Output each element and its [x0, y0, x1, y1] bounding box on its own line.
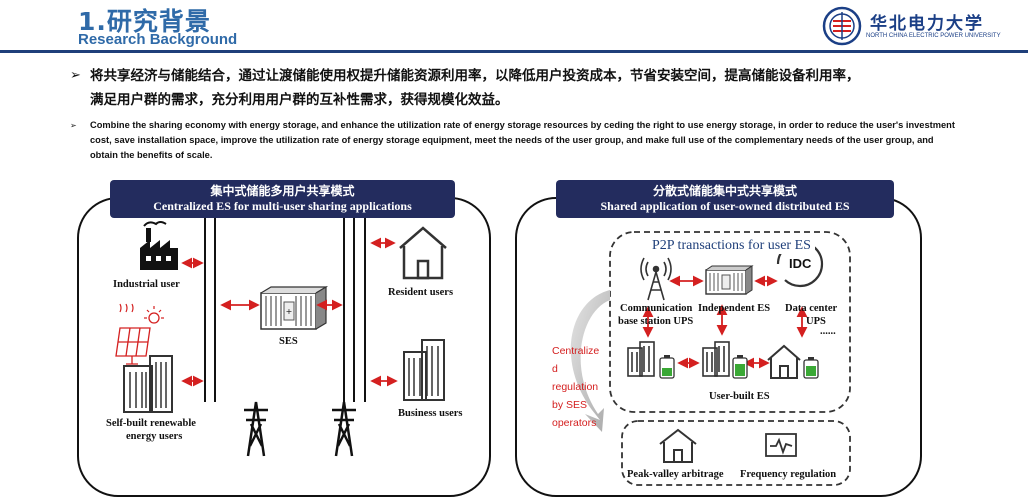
independent-es-label: Independent ES — [698, 303, 771, 314]
comm-label-line1: Communication — [620, 303, 693, 314]
p2p-label: P2P transactions for user ES — [648, 238, 815, 254]
left-panel-title-en: Centralized ES for multi-user sharing ap… — [153, 199, 412, 213]
page-title-en: Research Background — [78, 31, 238, 48]
peak-valley-house-icon — [659, 428, 697, 463]
self-built-label-line1: Self-built renewable — [106, 418, 196, 429]
office-buildings-icon — [403, 339, 445, 401]
user-built-building-icon-1 — [627, 341, 655, 377]
peak-valley-label: Peak-valley arbitrage — [627, 469, 724, 480]
right-panel-title-zh: 分散式储能集中式共享模式 — [652, 184, 797, 198]
battery-icon-2 — [732, 355, 748, 379]
house-icon — [399, 226, 447, 280]
svg-text:+: + — [286, 307, 293, 316]
user-built-es-label: User-built ES — [709, 391, 770, 402]
bullet-arrow-icon: ➢ — [70, 68, 81, 83]
communication-tower-icon — [640, 257, 672, 301]
business-users-label: Business users — [398, 408, 463, 419]
centralized-line-1: Centralize — [552, 345, 600, 357]
bullet-zh: ➢ 将共享经济与储能结合，通过让渡储能使用权提升储能资源利用率，以降低用户投资成… — [70, 64, 970, 112]
bullet-en: ➢ Combine the sharing economy with energ… — [70, 118, 960, 163]
ellipsis-label: ...... — [820, 326, 836, 337]
centralized-line-4: by SES — [552, 399, 588, 411]
independent-es-icon — [705, 265, 754, 295]
transmission-tower-icon — [244, 401, 356, 457]
ses-label: SES — [279, 336, 298, 347]
frequency-monitor-icon — [765, 433, 797, 457]
gray-curved-arrow — [570, 290, 610, 432]
solar-panel-icon — [115, 303, 164, 365]
bullet-zh-line2: 满足用户群的需求，充分利用用户群的互补性需求，获得规模化效益。 — [90, 92, 509, 108]
logo-text: 华北电力大学 — [870, 14, 984, 34]
bidirectional-arrows — [181, 237, 398, 387]
page-title-zh: 1.研究背景 — [78, 7, 211, 36]
logo-subtext: NORTH CHINA ELECTRIC POWER UNIVERSITY — [866, 33, 1001, 39]
p2p-arrows — [642, 275, 808, 369]
p2p-dashed-frame — [609, 231, 851, 413]
bullet-arrow-icon: ➢ — [70, 121, 77, 130]
user-built-building-icon-2 — [702, 341, 730, 377]
comm-label-line2: base station UPS — [618, 316, 694, 327]
bullet-en-text: Combine the sharing economy with energy … — [90, 120, 955, 160]
power-bus-lines — [204, 218, 366, 402]
left-panel-title: 集中式储能多用户共享模式 Centralized ES for multi-us… — [110, 180, 455, 218]
resident-users-label: Resident users — [388, 287, 454, 298]
ses-container-icon: + — [260, 285, 329, 330]
centralized-line-2: d — [552, 363, 558, 375]
left-panel-title-zh: 集中式储能多用户共享模式 — [210, 184, 355, 198]
bullet-zh-line1: 将共享经济与储能结合，通过让渡储能使用权提升储能资源利用率，以降低用户投资成本，… — [90, 68, 860, 84]
battery-icon-3 — [803, 357, 819, 379]
battery-icon-1 — [659, 355, 675, 379]
title-divider — [0, 50, 1028, 53]
user-built-house-icon — [767, 344, 801, 379]
centralized-regulation-text: Centralize d regulation by SES operators — [552, 342, 599, 432]
services-dashed-frame — [621, 420, 851, 486]
right-panel-title: 分散式储能集中式共享模式 Shared application of user-… — [556, 180, 894, 218]
dc-label-line2: UPS — [806, 316, 826, 327]
centralized-line-5: operators — [552, 417, 597, 429]
idc-label: IDC — [789, 256, 812, 271]
self-built-label-line2: energy users — [126, 431, 183, 442]
right-panel-title-en: Shared application of user-owned distrib… — [600, 199, 850, 213]
centralized-line-3: regulation — [552, 381, 599, 393]
buildings-icon — [123, 355, 173, 413]
frequency-regulation-label: Frequency regulation — [740, 469, 837, 480]
dc-label-line1: Data center — [785, 303, 838, 314]
industrial-user-label: Industrial user — [113, 279, 180, 290]
factory-icon — [140, 221, 178, 270]
